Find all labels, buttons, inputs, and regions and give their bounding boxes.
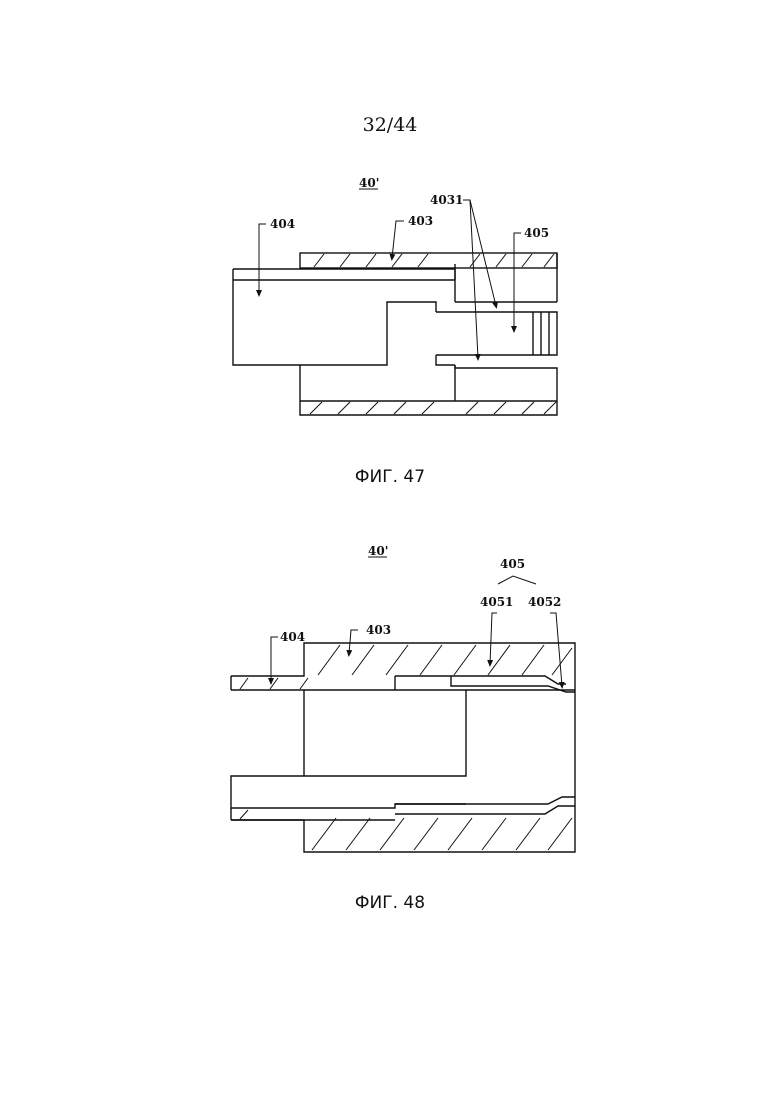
figure-48-drawing: 40' — [0, 535, 780, 860]
figure-48-caption: ФИГ. 48 — [0, 893, 780, 913]
fig48-label-405: 405 — [500, 557, 525, 571]
fig48-label-404: 404 — [280, 630, 305, 644]
fig48-label-403: 403 — [366, 623, 391, 637]
page-number: 32/44 — [0, 114, 780, 136]
fig48-label-4052: 4052 — [528, 595, 561, 609]
fig47-label-404: 404 — [270, 217, 295, 231]
figure-47-drawing: 40' — [0, 160, 780, 430]
fig48-title: 40' — [368, 544, 388, 558]
fig47-title: 40' — [359, 176, 379, 190]
figure-47-caption: ФИГ. 47 — [0, 467, 780, 487]
fig47-label-403: 403 — [408, 214, 433, 228]
fig47-label-405: 405 — [524, 226, 549, 240]
fig48-label-4051: 4051 — [480, 595, 513, 609]
fig47-label-4031: 4031 — [430, 193, 463, 207]
